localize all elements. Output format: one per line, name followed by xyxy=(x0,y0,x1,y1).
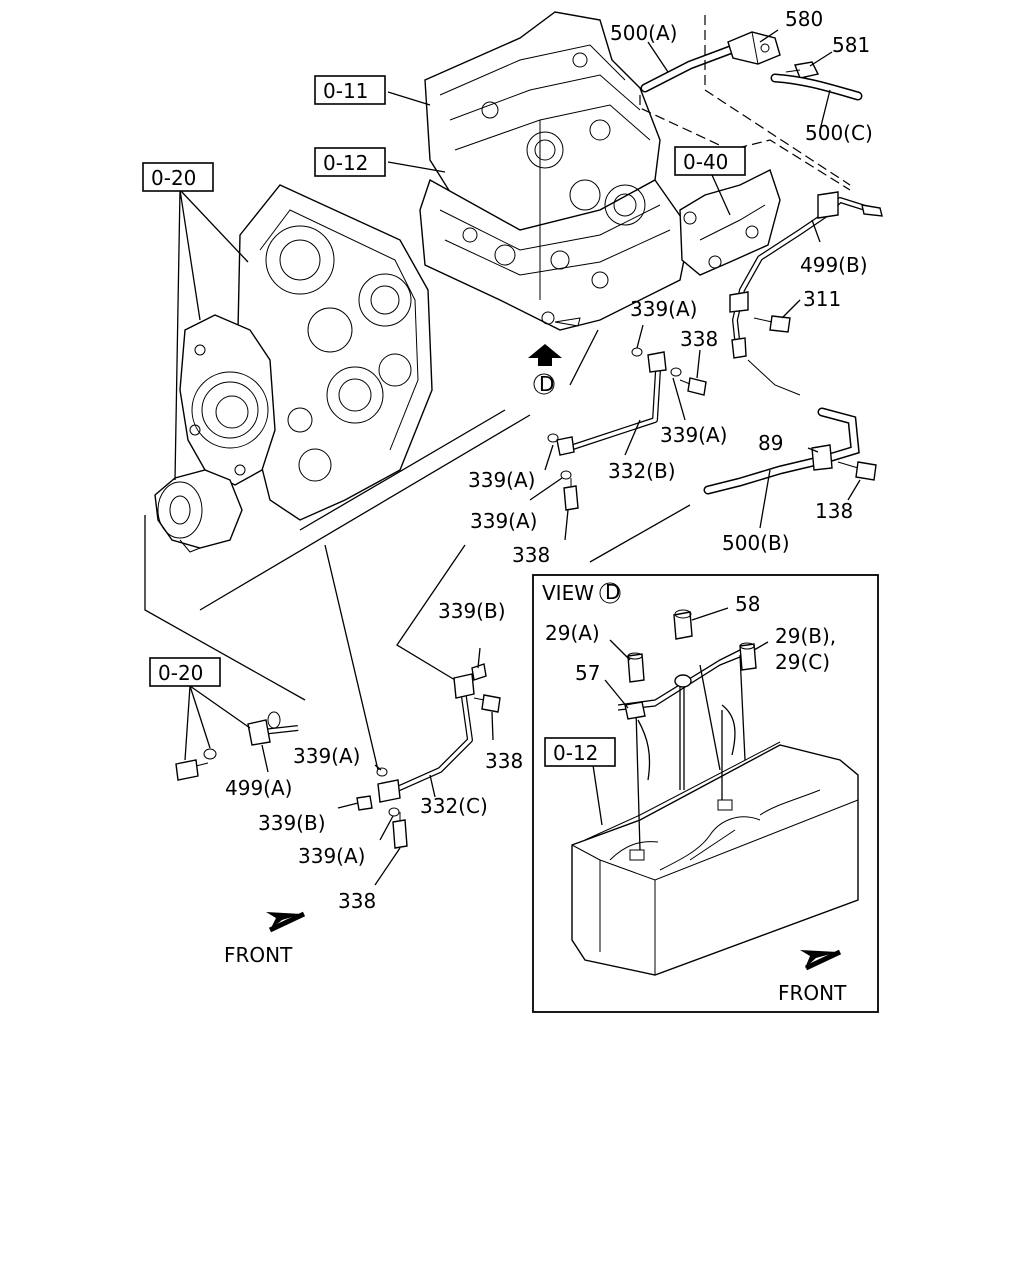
label-57: 57 xyxy=(575,661,600,685)
bolt-338-3 xyxy=(473,694,501,713)
label-339a-5: 339(A) xyxy=(293,744,360,768)
view-arrow-d: D xyxy=(528,344,562,396)
vacuum-pipe-499b xyxy=(729,191,883,359)
callout-box-0-12: 0-12 xyxy=(314,147,386,177)
label-339a-6: 339(A) xyxy=(298,844,365,868)
bolt-338-4 xyxy=(392,812,408,849)
washer-339a-4 xyxy=(560,470,572,480)
routing-line-lower xyxy=(747,359,801,396)
callout-box-0-12-inset: 0-12 xyxy=(544,737,616,767)
inset-view-marker-circle xyxy=(599,582,621,604)
label-311: 311 xyxy=(803,287,841,311)
label-500c: 500(C) xyxy=(805,121,873,145)
callout-box-0-20-bottom: 0-20 xyxy=(149,657,221,687)
svg-text:0-20: 0-20 xyxy=(158,661,203,685)
label-332b: 332(B) xyxy=(608,459,676,483)
svg-text:0-11: 0-11 xyxy=(323,79,368,103)
label-339b-2: 339(B) xyxy=(258,811,326,835)
washer-339a-1 xyxy=(631,347,643,357)
svg-text:0-40: 0-40 xyxy=(683,150,728,174)
label-29a: 29(A) xyxy=(545,621,600,645)
label-339a-1: 339(A) xyxy=(630,297,697,321)
label-338-4: 338 xyxy=(338,889,376,913)
leader-29a xyxy=(609,639,631,661)
svg-text:0-12: 0-12 xyxy=(553,741,598,765)
svg-text:0-12: 0-12 xyxy=(323,151,368,175)
vacuum-pipe-332c xyxy=(377,673,475,803)
leader-57 xyxy=(604,679,629,709)
leader-0-12-inset xyxy=(592,764,603,826)
front-arrow-left: FRONT xyxy=(224,911,306,967)
mounting-bracket xyxy=(679,169,781,276)
cover-leader-lines xyxy=(144,189,531,771)
cylinder-block-assembly xyxy=(419,11,691,331)
front-arrow-inset: FRONT xyxy=(778,949,847,1005)
leader-pipe-c-upper xyxy=(396,544,466,681)
vacuum-pipe-499a xyxy=(175,711,299,781)
label-499b: 499(B) xyxy=(800,253,868,277)
label-339a-2: 339(A) xyxy=(660,423,727,447)
bolt-338-1 xyxy=(679,377,707,396)
svg-text:0-20: 0-20 xyxy=(151,166,196,190)
callout-leaders xyxy=(261,29,861,886)
washer-339a-2 xyxy=(670,367,682,377)
leader-29bc xyxy=(753,641,769,651)
front-cover xyxy=(179,314,276,486)
leader-washer-lower xyxy=(529,477,563,501)
leader-58 xyxy=(691,607,729,621)
vacuum-valve xyxy=(727,31,781,65)
label-339a-4: 339(A) xyxy=(470,509,537,533)
vacuum-hose-c xyxy=(770,73,863,101)
vacuum-hose-upper xyxy=(640,45,735,93)
inset-bolt-29bc xyxy=(739,642,757,671)
label-500b: 500(B) xyxy=(722,531,790,555)
bolt-311 xyxy=(753,315,791,333)
washer-339a-5 xyxy=(376,767,388,777)
label-338-2: 338 xyxy=(512,543,550,567)
inset-bolt-58 xyxy=(673,609,693,640)
bolt-138 xyxy=(837,461,877,481)
label-499a: 499(A) xyxy=(225,776,292,800)
label-89: 89 xyxy=(758,431,783,455)
label-29bc-line2: 29(C) xyxy=(775,650,830,674)
view-d-inset: VIEW D xyxy=(532,574,879,1013)
label-138: 138 xyxy=(815,499,853,523)
label-581: 581 xyxy=(832,33,870,57)
label-338-1: 338 xyxy=(680,327,718,351)
vacuum-pump xyxy=(154,469,243,553)
label-58: 58 xyxy=(735,592,760,616)
leader-0-20-bottom xyxy=(184,685,251,761)
inset-view-marker: D xyxy=(605,580,620,604)
callout-box-0-40: 0-40 xyxy=(674,146,746,176)
inset-bolt-29a xyxy=(627,652,645,683)
inset-clip-57 xyxy=(624,701,646,720)
washer-339a-3 xyxy=(547,433,559,443)
label-339b-1: 339(B) xyxy=(438,599,506,623)
vacuum-pipe-332b xyxy=(556,351,667,456)
clamp-339b-2 xyxy=(356,795,373,811)
view-marker-letter: D xyxy=(539,372,554,396)
clamp-339b-1 xyxy=(471,663,487,681)
label-339a-3: 339(A) xyxy=(468,468,535,492)
label-338-3: 338 xyxy=(485,749,523,773)
front-label-left: FRONT xyxy=(224,943,293,967)
washer-339a-6 xyxy=(388,807,400,817)
bolt-338-2 xyxy=(563,478,579,511)
inset-banjo xyxy=(674,674,692,688)
label-29bc-line1: 29(B), xyxy=(775,624,836,648)
inset-cylinder-block xyxy=(571,741,859,976)
valve-bolt xyxy=(785,61,820,79)
callout-box-0-20-top: 0-20 xyxy=(142,162,214,192)
inset-frame xyxy=(532,574,879,1013)
label-580: 580 xyxy=(785,7,823,31)
callout-box-0-11: 0-11 xyxy=(314,75,386,105)
front-label-inset: FRONT xyxy=(778,981,847,1005)
clip-89 xyxy=(811,444,833,471)
inset-view-label: VIEW xyxy=(542,581,594,605)
label-332c: 332(C) xyxy=(420,794,488,818)
label-500a: 500(A) xyxy=(610,21,677,45)
